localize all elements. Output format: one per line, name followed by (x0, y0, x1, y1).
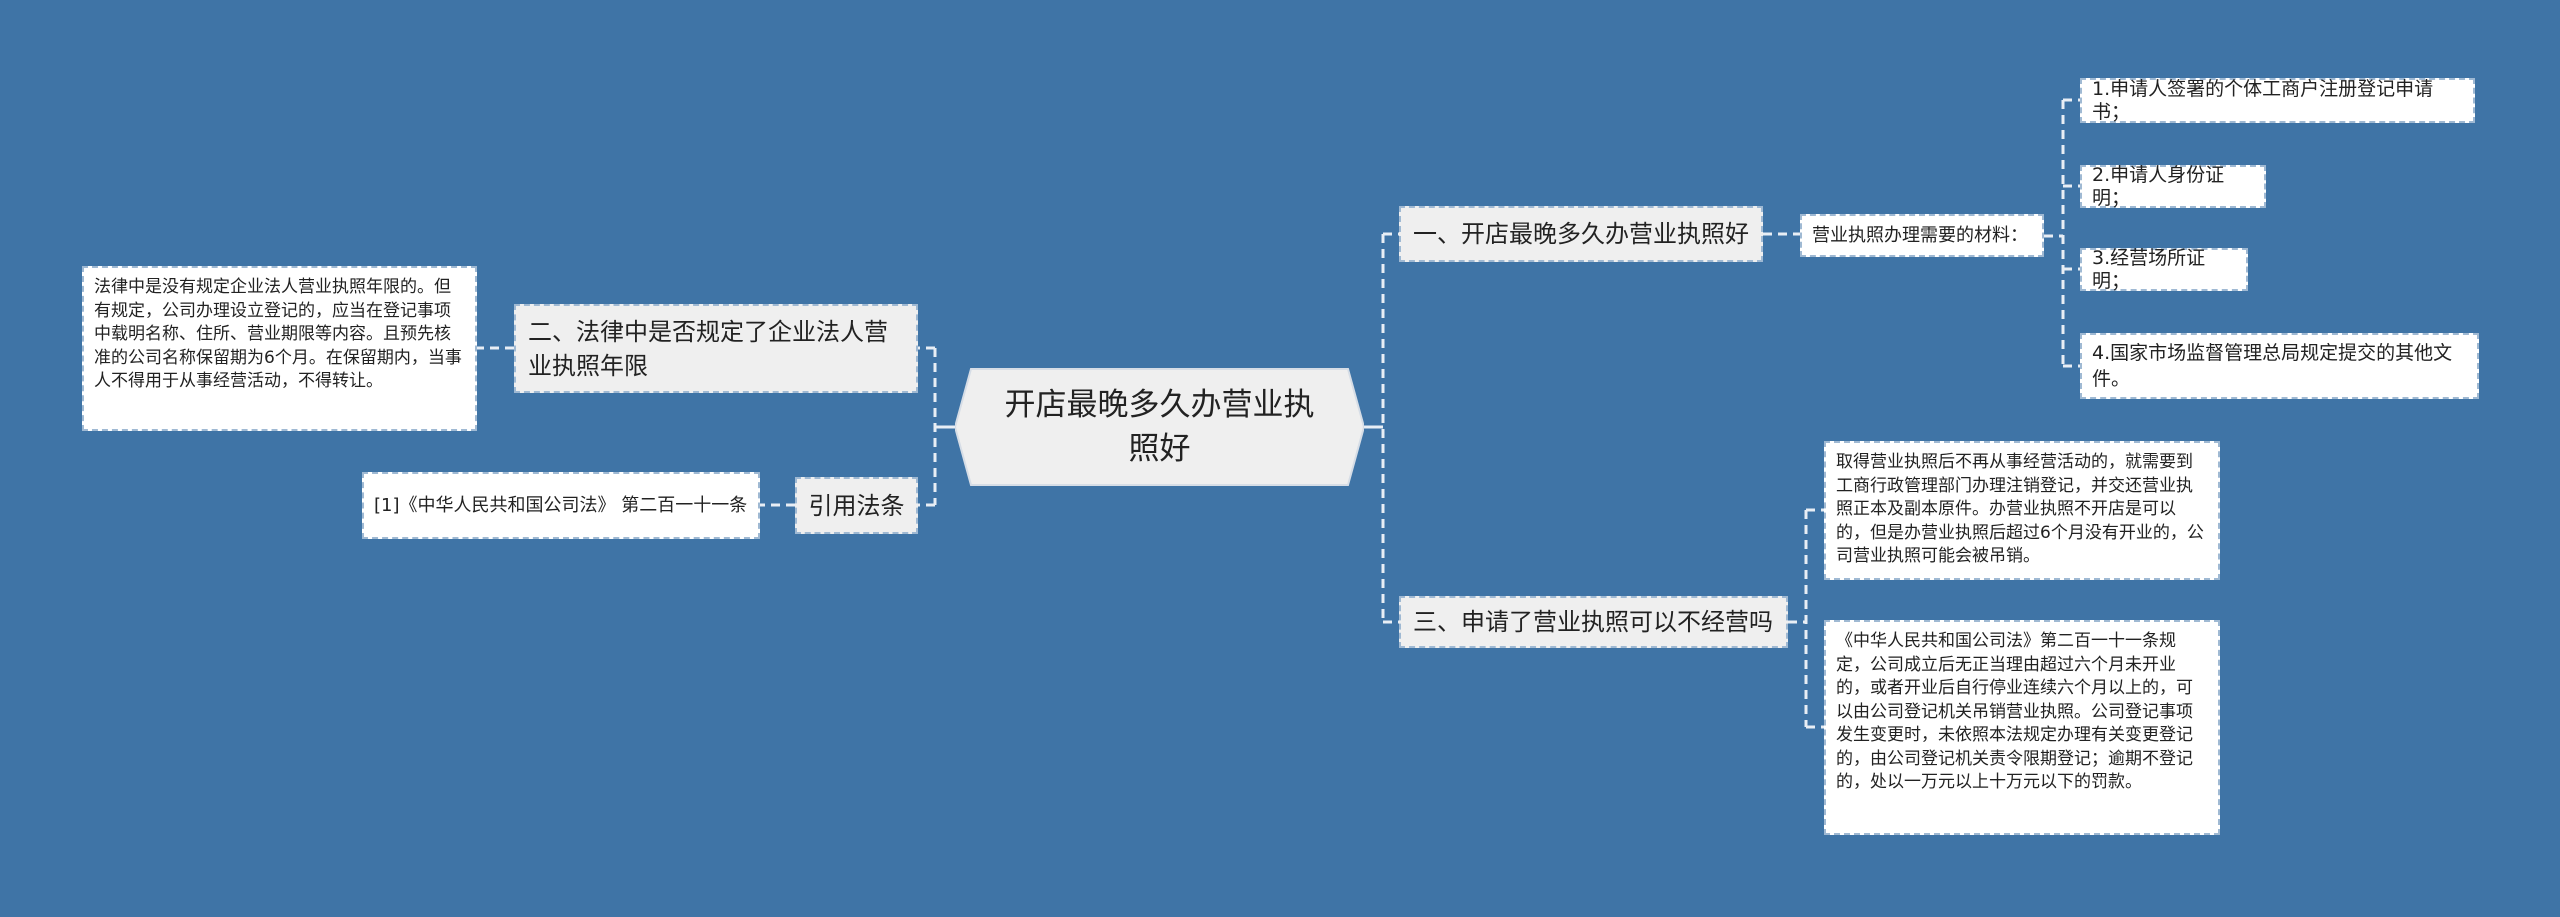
material-item-1[interactable]: 1.申请人签署的个体工商户注册登记申请书； (2080, 78, 2475, 123)
branch-2-detail[interactable]: 法律中是没有规定企业法人营业执照年限的。但有规定，公司办理设立登记的，应当在登记… (82, 266, 477, 431)
branch-3-detail-1[interactable]: 取得营业执照后不再从事经营活动的，就需要到工商行政管理部门办理注销登记，并交还营… (1824, 441, 2220, 580)
material-item-4-label: 4.国家市场监督管理总局规定提交的其他文件。 (2092, 342, 2453, 390)
branch-3-detail-1-text: 取得营业执照后不再从事经营活动的，就需要到工商行政管理部门办理注销登记，并交还营… (1836, 452, 2204, 566)
branch-2-detail-text: 法律中是没有规定企业法人营业执照年限的。但有规定，公司办理设立登记的，应当在登记… (94, 277, 462, 391)
material-item-2[interactable]: 2.申请人身份证明； (2080, 163, 2266, 209)
branch-2-node[interactable]: 二、法律中是否规定了企业法人营业执照年限 (514, 304, 918, 393)
material-item-2-label: 2.申请人身份证明； (2092, 163, 2225, 209)
root-node[interactable]: 开店最晚多久办营业执照好 (955, 367, 1364, 487)
root-node-shape (955, 368, 1364, 486)
root-node-label: 开店最晚多久办营业执照好 (1004, 387, 1315, 467)
citation-detail-text: [1]《中华人民共和国公司法》 第二百一十一条 (374, 494, 748, 516)
branch-1-node[interactable]: 一、开店最晚多久办营业执照好 (1399, 206, 1763, 262)
branch-3-detail-2-text: 《中华人民共和国公司法》第二百一十一条规定，公司成立后无正当理由超过六个月未开业… (1836, 631, 2193, 792)
citation-label: 引用法条 (808, 491, 905, 520)
branch-3-node[interactable]: 三、申请了营业执照可以不经营吗 (1399, 596, 1788, 648)
citation-detail[interactable]: [1]《中华人民共和国公司法》 第二百一十一条 (362, 472, 760, 539)
material-item-3[interactable]: 3.经营场所证明； (2080, 246, 2248, 292)
branch-2-label: 二、法律中是否规定了企业法人营业执照年限 (528, 317, 888, 380)
citation-node[interactable]: 引用法条 (795, 477, 918, 534)
material-item-4[interactable]: 4.国家市场监督管理总局规定提交的其他文件。 (2080, 333, 2479, 399)
branch-3-detail-2[interactable]: 《中华人民共和国公司法》第二百一十一条规定，公司成立后无正当理由超过六个月未开业… (1824, 620, 2220, 835)
material-item-1-label: 1.申请人签署的个体工商户注册登记申请书； (2092, 77, 2434, 123)
material-item-3-label: 3.经营场所证明； (2092, 246, 2206, 292)
branch-1-label: 一、开店最晚多久办营业执照好 (1413, 220, 1749, 248)
materials-node[interactable]: 营业执照办理需要的材料： (1800, 214, 2044, 257)
materials-label: 营业执照办理需要的材料： (1812, 225, 2028, 246)
branch-3-label: 三、申请了营业执照可以不经营吗 (1413, 608, 1773, 636)
